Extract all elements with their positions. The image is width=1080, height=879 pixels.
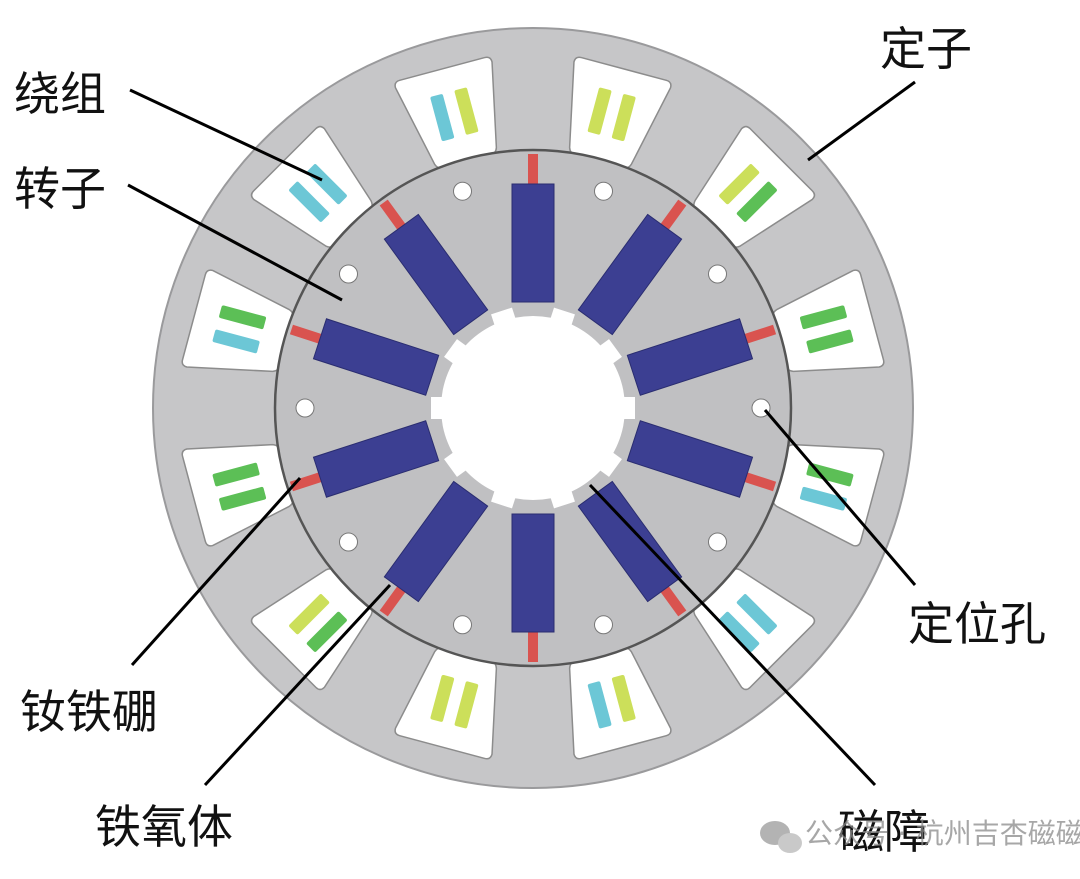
ferrite-magnet — [626, 420, 754, 498]
rotor-magnet — [577, 199, 687, 336]
stator-slot — [394, 647, 498, 760]
ndfeb-magnet — [289, 324, 324, 345]
ndfeb-magnet — [742, 324, 777, 345]
coil-conductor — [306, 164, 347, 205]
coil-conductor — [719, 164, 760, 205]
ferrite-magnet — [626, 318, 754, 396]
leader-lines — [127, 80, 917, 787]
rotor-magnet — [626, 420, 777, 498]
locating-hole — [453, 615, 472, 635]
coil-conductor — [736, 181, 777, 222]
ndfeb-magnet — [528, 154, 538, 186]
shaft-hole — [441, 316, 625, 500]
rotor-magnets — [289, 154, 777, 662]
ferrite-magnet — [577, 213, 683, 336]
rotor-magnet — [511, 513, 555, 662]
rotor-magnet — [511, 154, 555, 303]
ndfeb-magnet — [659, 584, 687, 617]
coil-conductor — [799, 486, 847, 511]
ndfeb-magnet — [289, 471, 324, 492]
ferrite-magnet — [511, 183, 555, 303]
locating-holes — [295, 181, 771, 635]
coil-conductor — [212, 329, 260, 354]
ferrite-magnet — [577, 480, 683, 603]
coil-conductor — [289, 181, 330, 222]
locating-hole — [594, 615, 613, 635]
coil-conductor — [430, 674, 455, 722]
leader-flux-barrier — [588, 483, 877, 787]
coil-conductor — [454, 681, 479, 729]
stator-slot — [568, 647, 672, 760]
leader-stator — [807, 80, 916, 162]
coil-conductor — [611, 94, 636, 142]
locating-hole — [453, 181, 472, 201]
rotor-magnet — [289, 318, 440, 396]
coil-conductor — [806, 329, 854, 354]
coil-conductor — [219, 486, 267, 511]
leader-ndfeb — [130, 476, 302, 667]
coil-conductor — [289, 594, 330, 635]
rotor-magnet — [379, 480, 489, 617]
label-winding: 绕组 — [14, 67, 106, 121]
ferrite-magnet — [511, 513, 555, 633]
coil-conductor — [799, 305, 847, 330]
coil-conductor — [454, 87, 479, 135]
coil-conductor — [587, 87, 612, 135]
stator-slot — [250, 568, 373, 691]
label-locating-hole: 定位孔 — [908, 597, 1046, 651]
locating-hole — [594, 181, 613, 201]
rotor-magnet — [289, 420, 440, 498]
ndfeb-magnet — [528, 630, 538, 662]
coil-conductor — [306, 611, 347, 652]
stator-slot — [772, 443, 885, 547]
rotor — [273, 148, 793, 668]
locating-hole — [339, 264, 358, 284]
stator-slot — [181, 269, 294, 373]
watermark: 公众号 · 杭州吉杏磁磁业 — [760, 817, 1080, 853]
watermark-text: 公众号 · 杭州吉杏磁磁业 — [805, 817, 1080, 850]
coil-conductor — [611, 674, 636, 722]
coil-conductor — [212, 462, 260, 487]
ndfeb-magnet — [379, 584, 407, 617]
ferrite-magnet — [383, 213, 489, 336]
stator-slot — [250, 125, 373, 248]
ferrite-magnet — [312, 420, 440, 498]
coil-conductor — [219, 305, 267, 330]
coil-conductor — [736, 594, 777, 635]
coil-conductor — [430, 94, 455, 142]
label-stator: 定子 — [880, 22, 972, 76]
leader-winding — [129, 88, 323, 182]
rotor-magnet — [379, 199, 489, 336]
leader-ferrite — [203, 583, 392, 787]
coil-conductor — [719, 611, 760, 652]
rotor-magnet — [577, 480, 687, 617]
label-ferrite: 铁氧体 — [95, 800, 233, 854]
ferrite-magnet — [383, 480, 489, 603]
locating-hole — [708, 264, 727, 284]
ndfeb-magnet — [742, 471, 777, 492]
ferrite-magnet — [312, 318, 440, 396]
label-rotor: 转子 — [14, 162, 106, 216]
label-flux-barrier: 磁障 — [838, 805, 930, 859]
locating-hole — [708, 532, 727, 552]
stator-slot — [568, 56, 672, 169]
ndfeb-magnet — [379, 199, 407, 232]
leader-locating-hole — [763, 409, 917, 586]
locating-hole — [339, 532, 358, 552]
locating-hole — [295, 398, 315, 418]
ndfeb-magnet — [659, 199, 687, 232]
leader-rotor — [127, 183, 343, 302]
wechat-icon — [760, 821, 802, 853]
stator-slot — [181, 443, 294, 547]
coil-conductor — [806, 462, 854, 487]
rotor-magnet — [626, 318, 777, 396]
label-ndfeb: 钕铁硼 — [20, 685, 158, 739]
coil-conductor — [587, 681, 612, 729]
stator-slot — [693, 568, 816, 691]
stator-slots — [181, 56, 885, 760]
